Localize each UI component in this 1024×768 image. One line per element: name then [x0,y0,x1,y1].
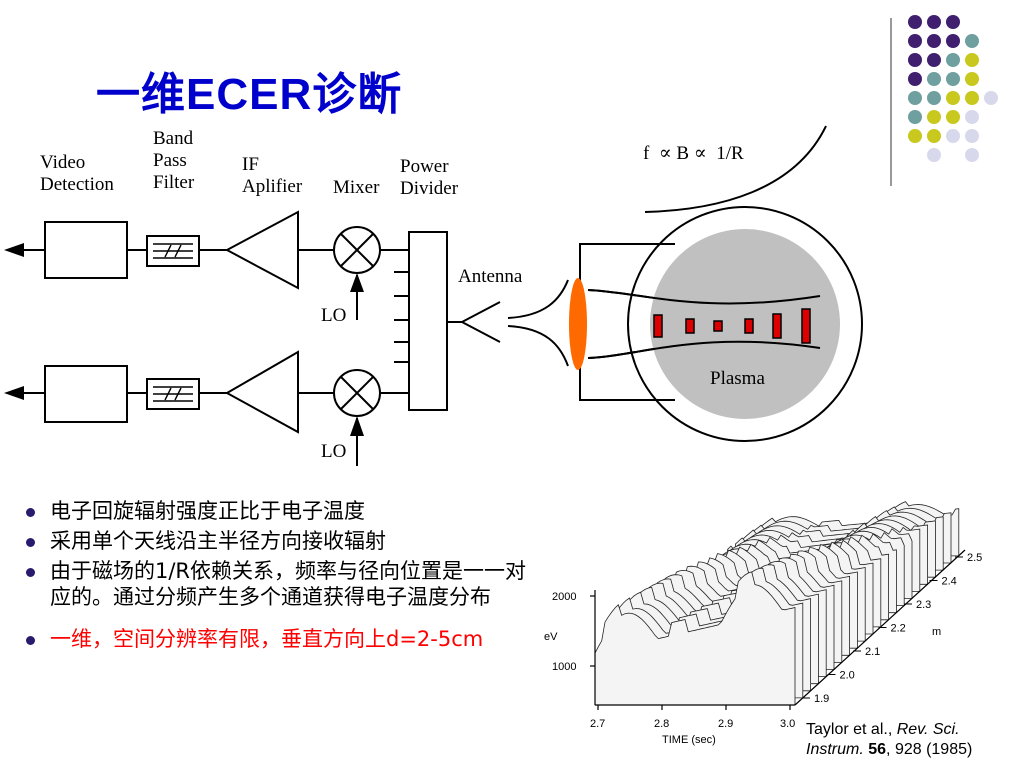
decorative-dot [908,129,922,143]
bullet-dot [26,508,35,517]
m-tick-label: 2.0 [840,670,855,682]
xtick-2.9: 2.9 [718,718,733,730]
decorative-dot [984,91,998,105]
decorative-dot [927,72,941,86]
decorative-dot [946,110,960,124]
decorative-dot [965,91,979,105]
arrowhead-bottom [4,386,24,400]
label-if-amplifier: IF Aplifier [242,154,303,197]
bullet-text: 由于磁场的1/R依赖关系，频率与径向位置是一一对应的。通过分频产生多个通道获得电… [50,559,527,609]
decorative-dot [965,129,979,143]
bullet-list: 电子回旋辐射强度正比于电子温度 采用单个天线沿主半径方向接收辐射 由于磁场的1/… [20,498,540,656]
xtick-2.8: 2.8 [654,718,669,730]
xtick-2.7: 2.7 [590,718,605,730]
decorative-dot [965,148,979,162]
decorative-dot [927,34,941,48]
citation-volume: 56 [868,741,887,758]
decorative-dot [908,91,922,105]
decorative-dot [946,72,960,86]
decorative-dot [927,148,941,162]
label-lo-bottom: LO [321,441,347,462]
decorative-dot [908,72,922,86]
xtick-3.0: 3.0 [780,718,795,730]
if-amplifier-top [224,210,299,290]
label-band-pass-filter: Band Pass Filter [153,128,195,193]
temperature-surface-plot: 2000 1000 eV 2.7 2.8 2.9 3.0 TIME (sec) … [544,501,982,746]
antenna-lens [569,278,587,370]
label-plasma: Plasma [710,368,765,389]
surface-trace [594,571,796,706]
bullet-item: 电子回旋辐射强度正比于电子温度 [20,498,540,524]
ytick-2000: 2000 [552,591,576,603]
bullet-text: 电子回旋辐射强度正比于电子温度 [50,499,365,523]
decorative-dot [946,91,960,105]
label-frequency-formula: f ∝ B ∝ 1/R [643,143,744,164]
ytick-1000: 1000 [552,661,576,673]
resonance-arc [644,125,827,213]
label-video-detection: Video Detection [40,152,114,195]
decorative-dot [965,72,979,86]
decorative-dots [908,15,998,162]
video-detector-box-bottom [44,365,128,423]
m-tick-label: 2.3 [916,599,931,611]
title-cn-prefix: 一维 [96,69,186,120]
m-tick-label: 1.9 [814,693,829,705]
decorative-dot [946,34,960,48]
decorative-dot [965,34,979,48]
ecer-channels [653,308,811,344]
bullet-text: 采用单个天线沿主半径方向接收辐射 [50,529,386,553]
if-amplifier-bottom [224,350,299,434]
m-tick-label: 2.4 [942,576,957,588]
decorative-dot [946,53,960,67]
label-power-divider: Power Divider [400,156,459,199]
m-tick-label: 2.5 [967,552,982,564]
bullet-text: 一维，空间分辨率有限，垂直方向上d=2-5cm [50,627,484,651]
m-axis-label: m [932,626,941,638]
decorative-divider [890,18,892,186]
citation-journal-2: Instrum. [806,741,864,758]
decorative-dot [965,110,979,124]
label-antenna: Antenna [458,266,523,287]
decorative-dot [908,15,922,29]
decorative-dot [946,129,960,143]
page-title: 一维ECER诊断 [96,58,402,122]
citation-journal-1: Rev. Sci. [896,721,960,738]
title-ecer: ECER [186,70,313,119]
label-mixer: Mixer [333,177,380,198]
bullet-item: 由于磁场的1/R依赖关系，频率与径向位置是一一对应的。通过分频产生多个通道获得电… [20,558,540,610]
decorative-dot [965,53,979,67]
video-detector-box-top [44,221,128,279]
ecer-block-diagram [4,125,863,466]
decorative-dot [927,53,941,67]
decorative-dot [927,129,941,143]
antenna-horn [461,301,501,343]
y-axis-label: eV [544,631,558,643]
bullet-dot [26,538,35,547]
m-tick-label: 2.2 [891,623,906,635]
citation-authors: Taylor et al., [806,721,897,738]
bullet-dot [26,568,35,577]
bullet-dot [26,636,35,645]
decorative-dot [908,110,922,124]
decorative-dot [927,91,941,105]
citation-pages-year: , 928 (1985) [886,741,973,758]
title-cn-suffix: 诊断 [312,69,403,120]
decorative-dot [946,15,960,29]
m-tick-label: 2.1 [865,646,880,658]
decorative-dot [927,15,941,29]
arrowhead-top [4,243,24,257]
x-axis-label: TIME (sec) [662,734,716,746]
tokamak-vessel [627,206,863,442]
citation: Taylor et al., Rev. Sci. Instrum. 56, 92… [806,720,972,760]
power-divider [408,231,448,411]
decorative-dot [908,53,922,67]
decorative-dot [908,34,922,48]
label-lo-top: LO [321,305,347,326]
bullet-item: 采用单个天线沿主半径方向接收辐射 [20,528,540,554]
decorative-dot [927,110,941,124]
bullet-item-highlight: 一维，空间分辨率有限，垂直方向上d=2-5cm [20,626,540,652]
